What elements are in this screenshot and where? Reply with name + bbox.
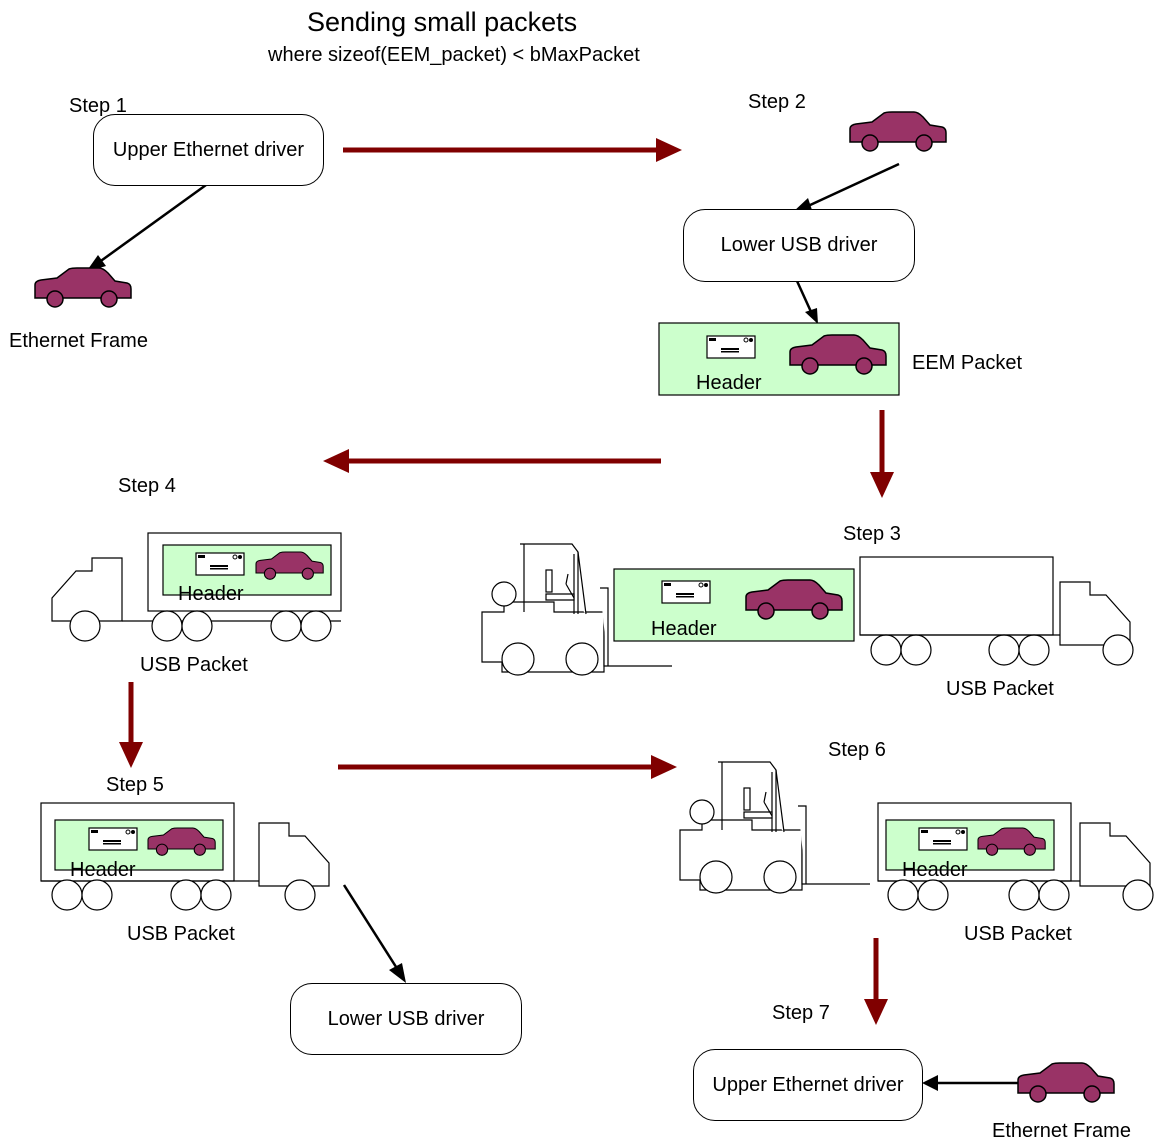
upper-ethernet-driver-box: Upper Ethernet driver (93, 114, 324, 186)
car-icon (849, 111, 947, 152)
forklift-icon (679, 761, 871, 894)
envelope-icon (918, 827, 968, 851)
page-title: Sending small packets (307, 7, 578, 37)
upper-ethernet-driver-box-step7: Upper Ethernet driver (693, 1049, 923, 1121)
usb-packet-label-step3: USB Packet (946, 678, 1054, 700)
header-label-step5: Header (70, 859, 136, 881)
step-4-label: Step 4 (118, 475, 176, 497)
header-label-step4: Header (178, 583, 244, 605)
usb-packet-label-step4: USB Packet (140, 654, 248, 676)
lower-usb-driver-label: Lower USB driver (720, 234, 878, 256)
arrow-icon (656, 138, 682, 162)
usb-packet-label-step5: USB Packet (127, 923, 235, 945)
car-icon (34, 267, 132, 308)
envelope-icon (88, 827, 138, 851)
eem-packet-label: EEM Packet (912, 352, 1023, 374)
lower-usb-driver-label-step5: Lower USB driver (327, 1007, 485, 1030)
step-3-label: Step 3 (843, 523, 901, 545)
truck-icon (258, 822, 330, 887)
step-6-label: Step 6 (828, 739, 886, 761)
step-1-label: Step 1 (69, 95, 127, 117)
header-label-step6: Header (902, 859, 968, 881)
envelope-icon (706, 335, 756, 359)
ethernet-frame-label-step7: Ethernet Frame (992, 1120, 1131, 1142)
lower-usb-driver-box: Lower USB driver (683, 209, 915, 282)
ethernet-frame-label: Ethernet Frame (9, 330, 148, 352)
usb-packet-label-step6: USB Packet (964, 923, 1072, 945)
truck-icon (1079, 822, 1151, 887)
header-label-step3: Header (651, 618, 717, 640)
upper-ethernet-driver-label-step7: Upper Ethernet driver (712, 1073, 904, 1096)
step-7-label: Step 7 (772, 1002, 830, 1024)
header-label-step2: Header (696, 372, 762, 394)
lower-usb-driver-box-step5: Lower USB driver (290, 983, 522, 1055)
envelope-icon (195, 552, 245, 576)
page-subtitle: where sizeof(EEM_packet) < bMaxPacket (268, 44, 640, 66)
step-5-label: Step 5 (106, 774, 164, 796)
upper-ethernet-driver-label: Upper Ethernet driver (112, 138, 305, 161)
envelope-icon (661, 580, 711, 604)
car-icon (1017, 1062, 1115, 1103)
step-2-label: Step 2 (748, 91, 806, 113)
